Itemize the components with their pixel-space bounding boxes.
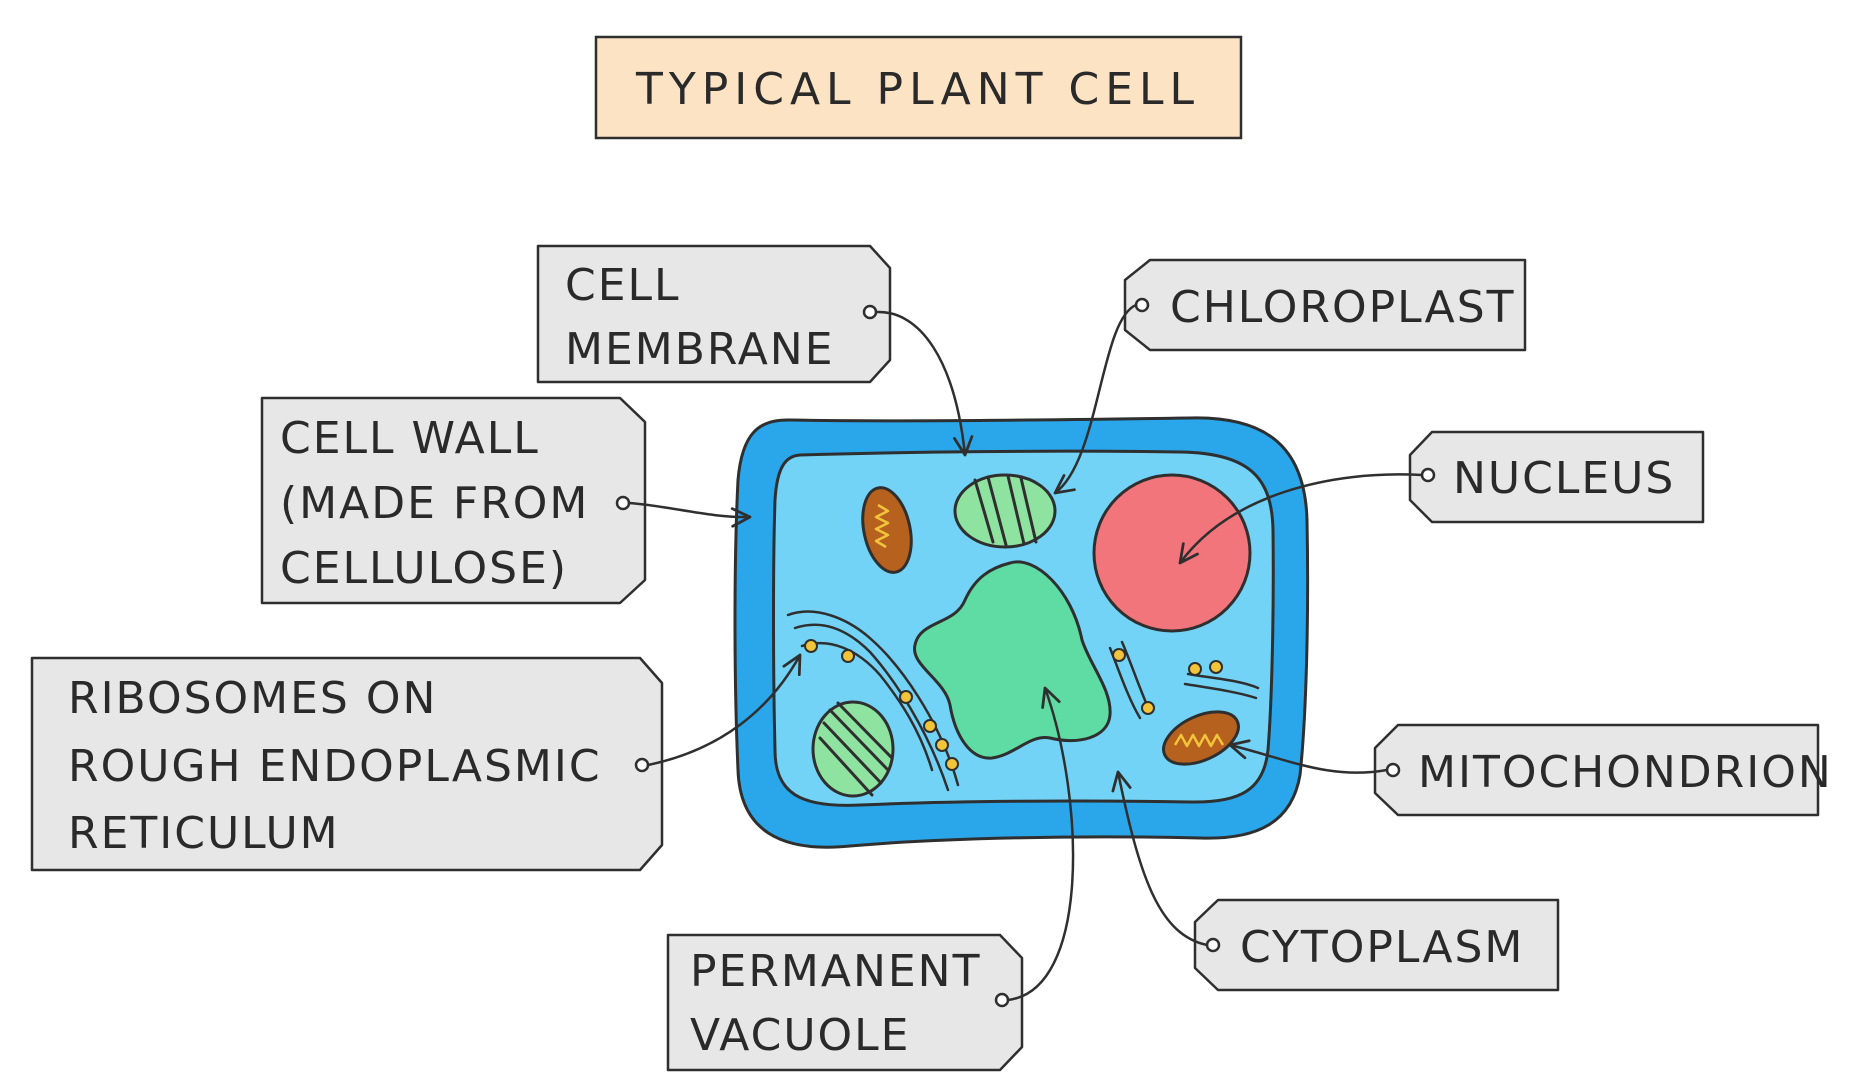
plant-cell	[733, 416, 1310, 849]
permanent-vacuole	[913, 560, 1112, 760]
label-cell-membrane-line2: MEMBRANE	[565, 324, 835, 375]
title-box: TYPICAL PLANT CELL	[594, 35, 1243, 140]
smooth-er-fragment	[1108, 640, 1260, 720]
label-cell-wall-line1: CELL WALL	[280, 413, 540, 464]
mitochondrion-top	[861, 486, 913, 574]
label-cytoplasm-text: CYTOPLASM	[1240, 922, 1524, 973]
ribosome	[923, 719, 937, 733]
label-nucleus: NUCLEUS	[1178, 430, 1705, 565]
ribosome	[841, 649, 855, 663]
label-mitochondrion-text: MITOCHONDRION	[1418, 747, 1833, 798]
arrow-cytoplasm	[1111, 770, 1209, 947]
label-vacuole-line1: PERMANENT	[690, 946, 981, 997]
diagram-title: TYPICAL PLANT CELL	[635, 64, 1200, 115]
arrow-permanent-vacuole	[1006, 686, 1075, 1002]
label-cell-membrane-line1: CELL	[565, 260, 681, 311]
chloroplast-bottom	[811, 700, 895, 798]
rough-endoplasmic-reticulum	[786, 610, 960, 792]
label-ribosomes-rer: RIBOSOMES ON ROUGH ENDOPLASMIC RETICULUM	[30, 653, 802, 872]
nucleus	[1092, 473, 1252, 633]
label-cytoplasm: CYTOPLASM	[1111, 770, 1560, 992]
arrow-cell-wall	[627, 501, 752, 528]
label-cell-wall-line3: CELLULOSE)	[280, 543, 568, 594]
label-cell-membrane: CELL MEMBRANE	[536, 244, 974, 457]
label-vacuole-line2: VACUOLE	[690, 1010, 911, 1061]
arrow-nucleus	[1178, 473, 1424, 565]
label-chloroplast: CHLOROPLAST	[1053, 258, 1527, 495]
mitochondrion-right	[1162, 710, 1240, 766]
arrow-mitochondrion	[1228, 739, 1389, 774]
ribosome	[804, 639, 818, 653]
ribosome	[935, 738, 949, 752]
arrow-ribosomes-rer	[646, 653, 802, 767]
label-cell-wall: CELL WALL (MADE FROM CELLULOSE)	[260, 396, 752, 605]
ribosome	[945, 757, 959, 771]
arrow-cell-membrane	[874, 310, 974, 457]
label-permanent-vacuole: PERMANENT VACUOLE	[666, 686, 1075, 1072]
label-cell-wall-line2: (MADE FROM	[280, 478, 589, 529]
ribosome	[899, 690, 913, 704]
chloroplast-top	[953, 473, 1057, 549]
arrow-chloroplast	[1053, 303, 1138, 495]
label-rer-line2: ROUGH ENDOPLASMIC	[68, 741, 602, 792]
label-rer-line1: RIBOSOMES ON	[68, 673, 437, 724]
label-mitochondrion: MITOCHONDRION	[1228, 723, 1833, 817]
label-rer-line3: RETICULUM	[68, 808, 340, 859]
label-nucleus-text: NUCLEUS	[1453, 453, 1675, 504]
label-chloroplast-text: CHLOROPLAST	[1170, 282, 1516, 333]
